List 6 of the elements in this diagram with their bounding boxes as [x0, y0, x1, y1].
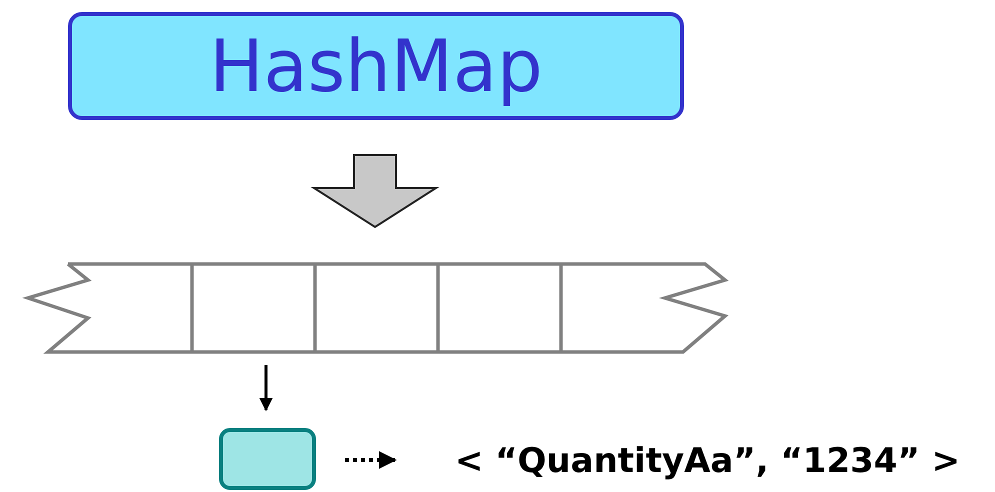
key-value-text: < “QuantityAa”, “1234” >	[454, 444, 960, 478]
arrow	[259, 365, 273, 412]
title-box	[68, 12, 684, 120]
entry-box	[219, 428, 316, 490]
arrow	[345, 451, 397, 469]
block-arrow	[310, 154, 440, 228]
